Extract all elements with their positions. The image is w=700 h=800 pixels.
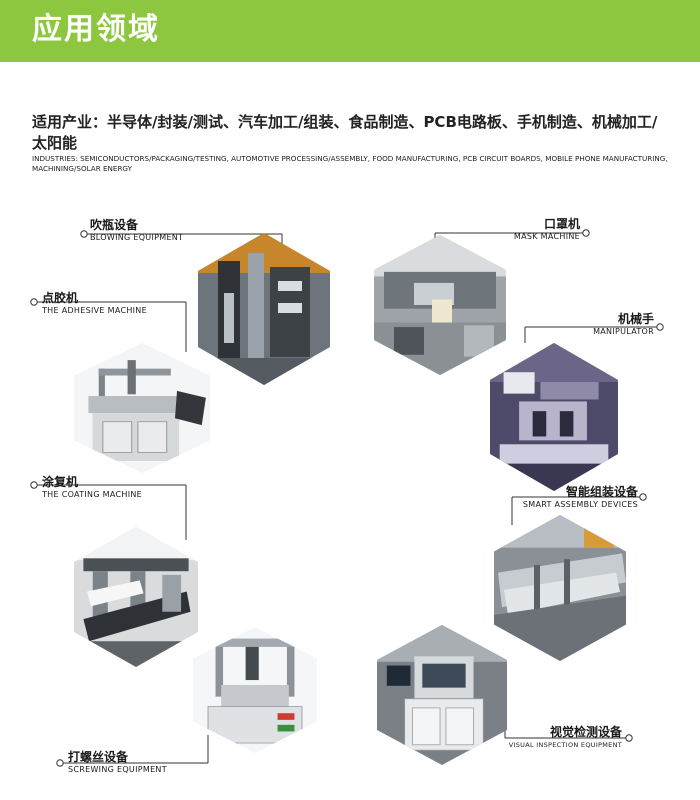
mask-machine-photo <box>374 235 506 387</box>
smart-assembly-photo <box>494 515 626 667</box>
blowing-equipment-photo <box>198 233 330 385</box>
coating-machine-photo <box>74 527 206 679</box>
visual-inspection-photo <box>377 625 509 777</box>
screwing-equipment-photo <box>193 627 325 779</box>
industries-text-cn: 适用产业：半导体/封装/测试、汽车加工/组装、食品制造、PCB电路板、手机制造、… <box>32 113 658 152</box>
industries-text-en: INDUSTRIES: SEMICONDUCTORS/PACKAGING/TES… <box>32 154 668 173</box>
page-title: 应用领域 <box>32 12 160 47</box>
adhesive-machine-photo <box>74 343 210 495</box>
manipulator-photo <box>490 343 622 495</box>
header-banner: 应用领域 <box>0 0 700 62</box>
